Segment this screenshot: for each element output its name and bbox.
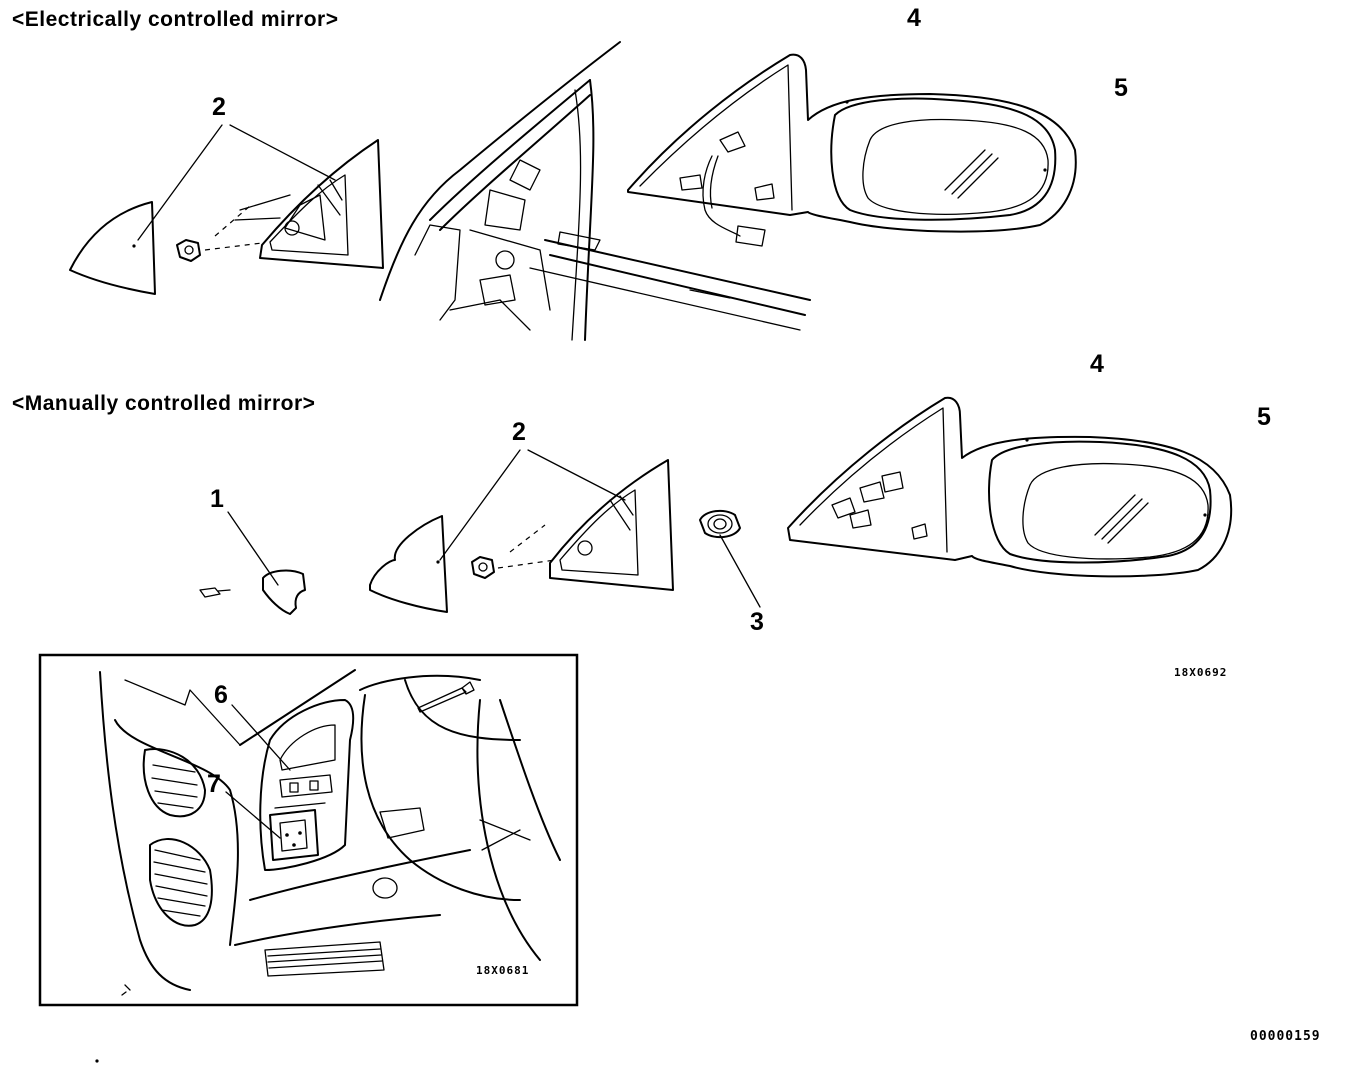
- inset-figure-code: 18X0681: [476, 964, 530, 977]
- door-frame-illustration: [379, 41, 811, 341]
- manual-callout-3: 3: [750, 608, 764, 636]
- manual-callout-4: 4: [1090, 350, 1104, 378]
- inset-frame: [38, 653, 579, 1007]
- page-figure-code: 00000159: [1250, 1029, 1321, 1044]
- inset-callout-leaders: [225, 704, 291, 839]
- manual-figure-code: 18X0692: [1174, 666, 1228, 679]
- electric-callout-4: 4: [907, 4, 921, 32]
- manual-section-heading: <Manually controlled mirror>: [12, 392, 316, 415]
- manual-callout-2: 2: [512, 418, 526, 446]
- electric-inner-bracket: [234, 139, 384, 269]
- electric-section-heading: <Electrically controlled mirror>: [12, 8, 339, 31]
- manual-knob-lever: [199, 569, 306, 615]
- electric-corner-cover: [69, 201, 156, 295]
- manual-mirror-housing: [787, 396, 1233, 578]
- electric-wire-harness: [679, 131, 775, 247]
- manual-nut: [471, 524, 556, 579]
- electric-callout-5: 5: [1114, 74, 1128, 102]
- manual-grommet: [699, 509, 741, 539]
- electric-nut: [176, 205, 263, 262]
- electric-callout-2: 2: [212, 93, 226, 121]
- stray-dot: [95, 1059, 99, 1063]
- manual-callout-leaders: [227, 449, 761, 608]
- electric-mirror-housing: [627, 53, 1077, 233]
- manual-callout-1: 1: [210, 485, 224, 513]
- electric-callout-2-leaders: [137, 124, 336, 241]
- manual-callout-5: 5: [1257, 403, 1271, 431]
- inset-callout-7: 7: [207, 770, 221, 798]
- manual-corner-cover: [369, 515, 448, 613]
- inset-dashboard-illustration: [99, 669, 561, 996]
- manual-inner-bracket: [549, 459, 674, 591]
- inset-callout-6: 6: [214, 681, 228, 709]
